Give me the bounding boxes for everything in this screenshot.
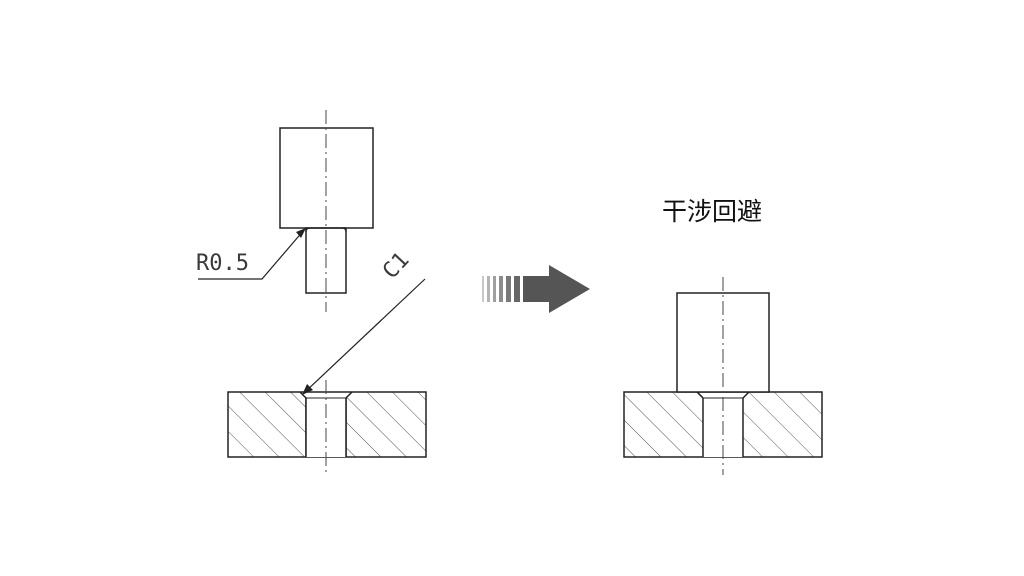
chamfer-leader <box>302 278 426 395</box>
base-plate <box>227 391 427 458</box>
fillet-corner <box>305 227 347 233</box>
pin-shank <box>305 227 347 294</box>
chamfer-label: C1 <box>378 248 414 284</box>
right-figure-title: 干涉回避 <box>662 197 762 226</box>
fillet-leader <box>198 228 306 280</box>
right-figure: 干涉回避 <box>623 197 823 475</box>
fillet-label: R0.5 <box>196 251 249 276</box>
striped-right-arrow-icon <box>482 265 590 313</box>
left-figure: R0.5 C1 <box>196 110 427 475</box>
